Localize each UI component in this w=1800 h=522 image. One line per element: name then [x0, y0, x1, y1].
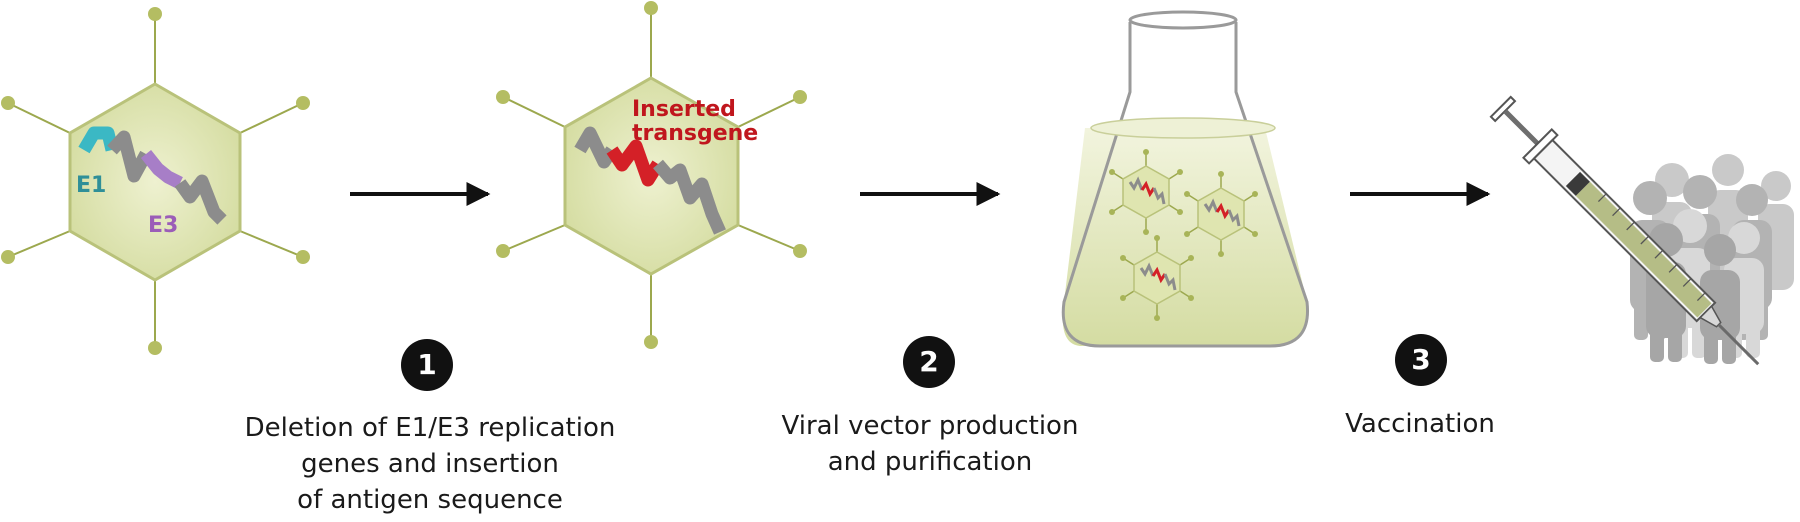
adenovirus-modified: Inserted transgene [496, 1, 807, 349]
adenovirus-original: E1 E3 [1, 7, 310, 355]
flask-mouth [1128, 10, 1238, 30]
syringe-icon [1489, 95, 1760, 366]
virus-particle [1109, 149, 1183, 235]
e1-label: E1 [76, 173, 106, 198]
virus-particle [1120, 235, 1194, 321]
inserted-transgene-label-2: transgene [632, 121, 758, 146]
flask-liquid [1062, 128, 1308, 346]
step-1-caption-line: genes and insertion [301, 449, 559, 479]
step-3-badge: 3 [1395, 334, 1447, 386]
culture-flask [1061, 10, 1310, 348]
step-2-badge: 2 [903, 336, 955, 388]
step-1-caption-line: of antigen sequence [297, 485, 563, 515]
step-3-caption-line: Vaccination [1345, 409, 1495, 439]
step-2-caption-line: Viral vector production [781, 411, 1079, 441]
step-1-badge: 1 [401, 339, 453, 391]
step-1-caption-line: Deletion of E1/E3 replication [244, 413, 616, 443]
step-3-caption: Vaccination [1320, 406, 1520, 442]
step-1-caption: Deletion of E1/E3 replication genes and … [230, 410, 630, 518]
flask-outline [1061, 22, 1310, 348]
step-2-caption-line: and purification [827, 447, 1033, 477]
viral-genome [78, 126, 227, 225]
e3-label: E3 [148, 213, 178, 238]
virus-particle [1184, 171, 1258, 257]
inserted-transgene-label: Inserted [632, 97, 736, 122]
spikes [1, 7, 310, 355]
spikes [496, 1, 807, 349]
step-2-caption: Viral vector production and purification [770, 408, 1090, 480]
viral-genome [574, 126, 726, 235]
